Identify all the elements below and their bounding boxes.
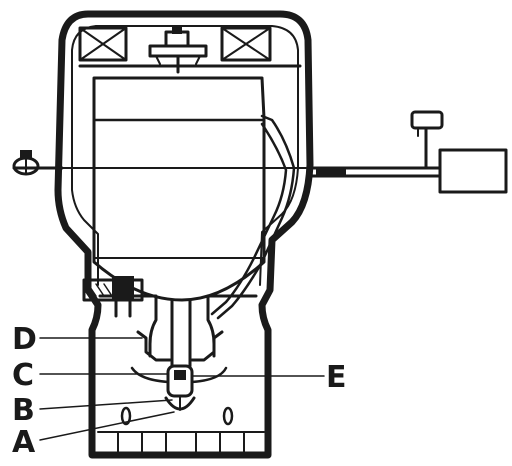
float-valve (164, 364, 196, 411)
top-chamber (78, 26, 302, 74)
bottom-grate (97, 431, 265, 453)
left-knob (12, 150, 40, 176)
leader-b (39, 399, 173, 410)
label-e: E (326, 360, 347, 395)
leader-lines (39, 337, 325, 441)
outlet-pipe (306, 166, 442, 178)
side-flange (12, 110, 508, 194)
feed-tube (210, 114, 296, 320)
connected-unit (438, 148, 508, 194)
leader-a (39, 411, 175, 441)
label-d: D (12, 322, 37, 357)
central-cylinder (92, 76, 266, 302)
bolt-fitting (82, 276, 144, 318)
left-port (120, 406, 132, 426)
right-cross-box (220, 26, 272, 62)
left-cross-box (78, 26, 128, 62)
top-valve (148, 26, 208, 74)
outer-housing (54, 10, 314, 459)
callout-labels: D C B A E (12, 322, 347, 460)
lower-bowl (82, 276, 265, 453)
label-a: A (12, 425, 36, 460)
central-stem (170, 298, 192, 368)
right-port (222, 406, 234, 426)
label-c: C (12, 358, 34, 393)
label-b: B (12, 393, 35, 428)
pressure-gauge (410, 110, 444, 170)
